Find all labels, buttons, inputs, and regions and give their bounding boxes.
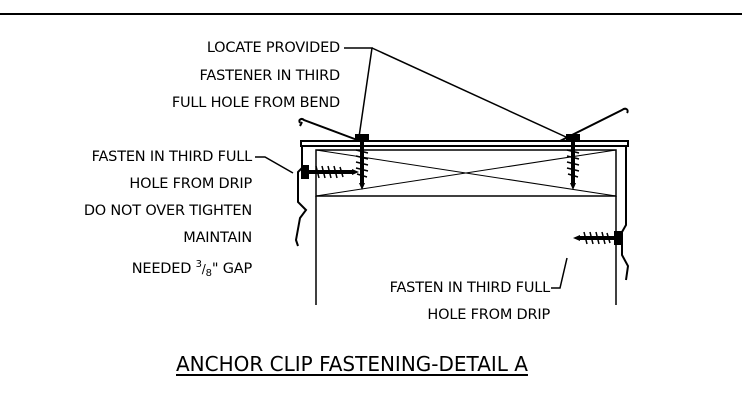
top-screw-right (566, 134, 580, 190)
leader-fasten-left (255, 156, 294, 174)
gap-fraction-denominator: 8 (205, 268, 212, 279)
leader-locate-left (344, 47, 373, 138)
callout-locate-line-2: FASTENER IN THIRD (199, 68, 341, 84)
callout-gap: NEEDED 3/8" GAP (132, 257, 252, 282)
callout-fasten-left-line-2: HOLE FROM DRIP (129, 176, 252, 192)
gap-fraction-numerator: 3 (195, 259, 202, 270)
blocking-cross-2 (315, 149, 617, 197)
detail-title: ANCHOR CLIP FASTENING-DETAIL A (176, 352, 528, 376)
left-clip-tab (299, 121, 303, 127)
left-clip-wing (298, 118, 361, 142)
side-screw-left (301, 165, 359, 179)
callout-fasten-right-line-2: HOLE FROM DRIP (427, 307, 550, 323)
gap-prefix: NEEDED (131, 261, 192, 277)
anchor-clip-plate (300, 140, 629, 147)
callout-fasten-left-line-4: MAINTAIN (183, 230, 252, 246)
callout-fasten-left-line-3: DO NOT OVER TIGHTEN (83, 203, 252, 219)
leader-locate-right (371, 47, 567, 138)
top-screw-left (355, 134, 369, 190)
gap-fraction: 3/8 (195, 259, 212, 279)
callout-locate-line-3: FULL HOLE FROM BEND (171, 95, 340, 111)
side-screw-right (573, 231, 622, 245)
right-clip-wing (559, 107, 629, 142)
callout-fasten-left-line-1: FASTEN IN THIRD FULL (91, 149, 253, 165)
leader-fasten-right (551, 257, 568, 289)
left-drip-edge (294, 145, 308, 247)
callout-locate-line-1: LOCATE PROVIDED (206, 40, 340, 56)
right-drip-edge (621, 146, 630, 281)
gap-suffix: " GAP (211, 261, 252, 277)
callout-fasten-right-line-1: FASTEN IN THIRD FULL (389, 280, 551, 296)
